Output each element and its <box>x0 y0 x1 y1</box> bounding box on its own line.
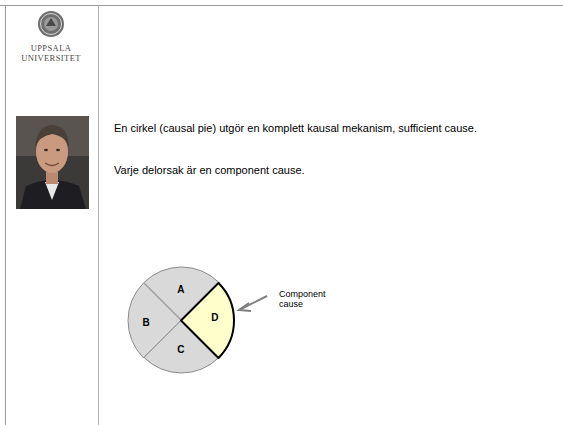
segment-letter: D <box>211 311 218 322</box>
seal-emblem <box>46 18 56 26</box>
arrow-head <box>239 303 251 311</box>
university-seal <box>38 11 64 37</box>
leader-arrow <box>239 296 267 311</box>
photo-background <box>16 116 89 209</box>
eye <box>56 149 60 152</box>
suit <box>20 180 86 209</box>
eye <box>44 149 48 152</box>
seal-outer <box>38 11 64 37</box>
callout-label: Component cause <box>279 289 335 310</box>
university-name: UPPSALA UNIVERSITET <box>8 44 94 64</box>
segment-outline <box>181 283 234 358</box>
frame-line <box>5 5 6 425</box>
segment-letter: A <box>177 284 184 295</box>
seal-inner <box>44 17 58 31</box>
mouth <box>45 163 59 166</box>
frame-line <box>0 5 563 6</box>
hair <box>35 125 69 148</box>
segment-letter: B <box>142 317 149 328</box>
shirt <box>45 182 59 200</box>
neck <box>46 172 58 184</box>
body-text: Varje delorsak är en component cause. <box>114 163 509 177</box>
portrait-photo <box>16 116 89 209</box>
pie-segment: D <box>181 283 234 358</box>
sidebar-divider <box>98 5 99 425</box>
seal-ring <box>41 14 62 35</box>
segment-letter: C <box>177 344 184 355</box>
body-text: En cirkel (causal pie) utgör en komplett… <box>114 121 509 135</box>
segment-shape <box>144 320 219 373</box>
